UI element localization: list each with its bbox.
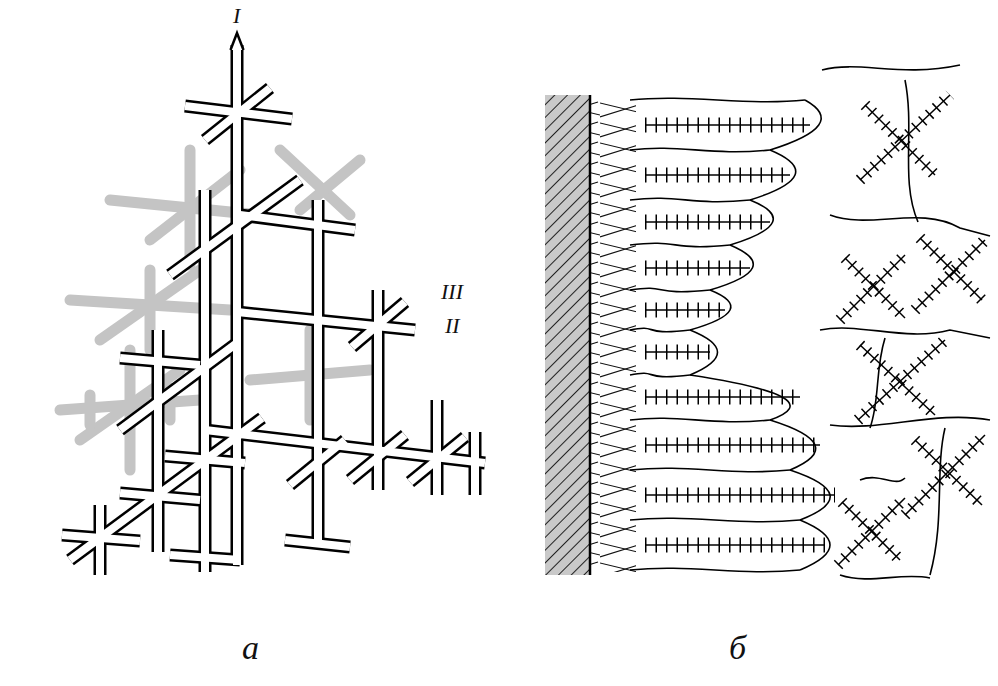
mould-wall [545,95,590,575]
dendrite-axis [645,125,835,545]
dendrite-branches [645,125,835,545]
dendrite-body [62,45,485,575]
equiaxed-axis [838,95,985,565]
axis-label: I [231,4,242,28]
wall-edge [589,95,592,575]
part-letter: б [727,629,748,666]
axis-label: II [443,314,462,338]
equiaxed-grains [820,65,990,579]
axis-tip-outline [231,33,244,50]
part-letter: а [240,629,261,666]
axis-label: III [439,280,465,304]
dendrite-outline [62,45,485,575]
axis-tip [231,33,243,50]
equiaxed-branches [838,95,985,565]
chill-zone [591,98,636,572]
